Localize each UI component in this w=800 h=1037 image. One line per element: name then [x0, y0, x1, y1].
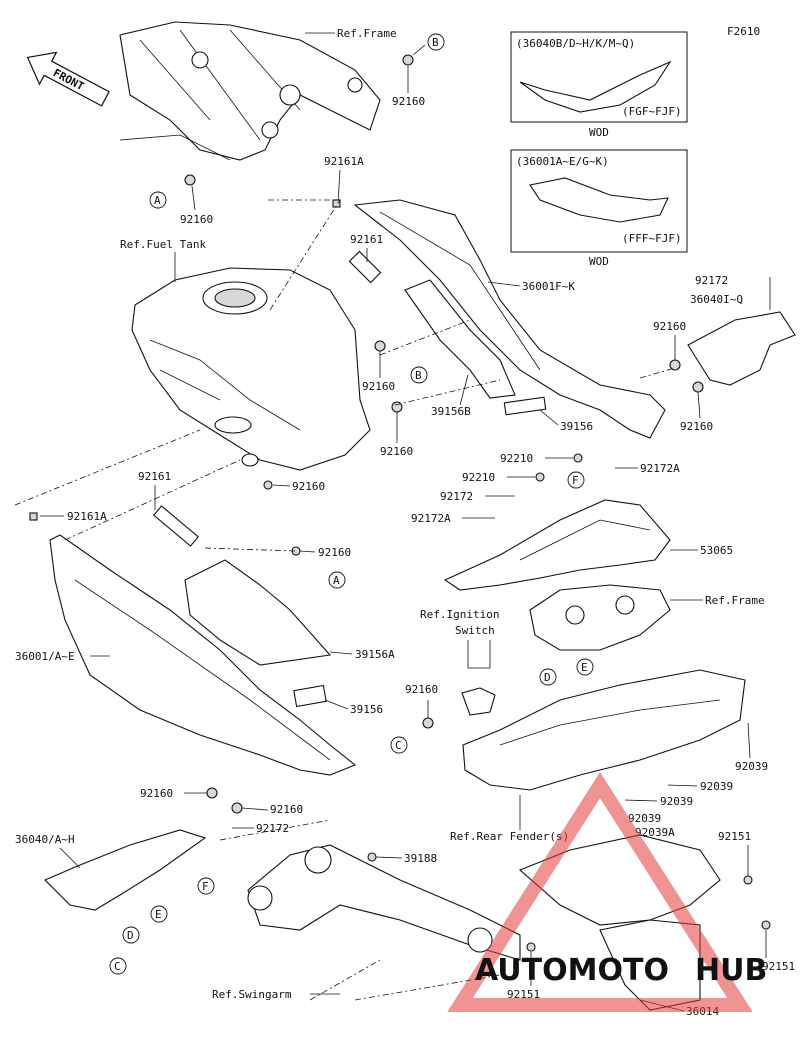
ref-frame-top: Ref.Frame	[337, 27, 397, 40]
part-92151-right-bottom: 92151	[762, 960, 795, 973]
part-36040I-Q: 36040I~Q	[690, 293, 743, 306]
svg-text:A: A	[154, 194, 161, 207]
ref-ignition-switch-line1: Ref.Ignition	[420, 608, 499, 621]
wod-box-2-range: (FFF~FJF)	[622, 232, 682, 245]
part-92172-left: 92172	[440, 490, 473, 503]
part-92210-b: 92210	[462, 471, 495, 484]
part-39156-lower: 39156	[350, 703, 383, 716]
ref-frame-rear: Ref.Frame	[705, 594, 765, 607]
ref-rear-fender: Ref.Rear Fender(s)	[450, 830, 569, 843]
part-53065: 53065	[700, 544, 733, 557]
part-39156B: 39156B	[431, 405, 471, 418]
svg-text:E: E	[581, 661, 588, 674]
figure-code: F2610	[727, 25, 760, 38]
rear-frame-illustration	[529, 584, 671, 651]
part-92160-tank-bottom: 92160	[292, 480, 325, 493]
wod-box-1-note: WOD	[589, 126, 609, 139]
svg-text:C: C	[114, 960, 121, 973]
part-92172A-left: 92172A	[411, 512, 451, 525]
part-92039-d: 92039	[628, 812, 661, 825]
front-arrow-icon: FRONT	[26, 51, 110, 107]
watermark-text-grey: HUB	[695, 953, 767, 988]
part-36001A-E: 36001/A~E	[15, 650, 75, 663]
part-39156-upper: 39156	[560, 420, 593, 433]
svg-text:F: F	[202, 880, 209, 893]
callout-e-fender: E	[576, 658, 594, 676]
wod-box-1-header: (36040B/D~H/K/M~Q)	[516, 37, 635, 50]
part-92160-ignition: 92160	[405, 683, 438, 696]
lower-side-cover-illustration	[49, 534, 357, 776]
callout-b-mid: B	[410, 366, 428, 384]
svg-text:A: A	[333, 574, 340, 587]
part-92151-right-top: 92151	[718, 830, 751, 843]
part-92160-lower-1: 92160	[318, 546, 351, 559]
part-92172-right: 92172	[695, 274, 728, 287]
callout-a-left: A	[149, 191, 167, 209]
part-92161A-top: 92161A	[324, 155, 364, 168]
svg-text:C: C	[395, 739, 402, 752]
svg-text:E: E	[155, 908, 162, 921]
part-92151-bottom: 92151	[507, 988, 540, 1001]
part-92172A-right: 92172A	[640, 462, 680, 475]
svg-text:D: D	[544, 671, 551, 684]
callout-c-lower: C	[109, 957, 127, 975]
upper-side-cover-illustration	[353, 199, 666, 439]
part-92160-lower-3: 92160	[270, 803, 303, 816]
part-92160-left-top: 92160	[180, 213, 213, 226]
wod-box-2-header: (36001A~E/G~K)	[516, 155, 609, 168]
callout-b-top: B	[427, 33, 445, 51]
callout-a-lower: A	[328, 571, 346, 589]
svg-text:B: B	[415, 369, 422, 382]
frame-top-illustration	[119, 21, 414, 186]
ref-fuel-tank: Ref.Fuel Tank	[120, 238, 206, 251]
part-92039-c: 92039	[660, 795, 693, 808]
callout-c-ignition: C	[390, 736, 408, 754]
svg-text:B: B	[432, 36, 439, 49]
part-36040A-H: 36040/A~H	[15, 833, 75, 846]
wod-box-2-note: WOD	[589, 255, 609, 268]
part-92160-right-2: 92160	[680, 420, 713, 433]
callout-e-lower: E	[150, 905, 168, 923]
swingarm-illustration	[247, 844, 521, 961]
callout-d-lower: D	[122, 926, 140, 944]
callout-d-fender: D	[539, 668, 557, 686]
tail-cover-illustration	[44, 829, 207, 911]
part-39156A: 39156A	[355, 648, 395, 661]
callout-f-lower: F	[197, 877, 215, 895]
part-92039-a: 92039	[735, 760, 768, 773]
part-39188: 39188	[404, 852, 437, 865]
part-92160-mid-2: 92160	[380, 445, 413, 458]
wod-box-1-range: (FGF~FJF)	[622, 105, 682, 118]
part-36001F-K: 36001F~K	[522, 280, 575, 293]
part-92161A-left: 92161A	[67, 510, 107, 523]
part-92160-right-1: 92160	[653, 320, 686, 333]
svg-text:D: D	[127, 929, 134, 942]
part-92161-lower: 92161	[138, 470, 171, 483]
part-92210-a: 92210	[500, 452, 533, 465]
part-92039-b: 92039	[700, 780, 733, 793]
watermark-logo: AUTOMOTO HUB	[447, 771, 767, 1012]
right-cover-illustration	[687, 311, 796, 386]
fuel-tank-illustration	[131, 267, 371, 471]
ref-ignition-switch-line2: Switch	[455, 624, 495, 637]
watermark-text-red: AUTOMOTO	[475, 953, 669, 988]
part-92161-upper: 92161	[350, 233, 383, 246]
callout-f-seat: F	[567, 471, 585, 489]
rear-fender-illustration	[462, 669, 746, 791]
ref-swingarm: Ref.Swingarm	[212, 988, 292, 1001]
part-92160-top: 92160	[392, 95, 425, 108]
part-92160-mid-1: 92160	[362, 380, 395, 393]
seat-cover-illustration	[443, 499, 671, 591]
svg-text:F: F	[572, 474, 579, 487]
part-92160-lower-2: 92160	[140, 787, 173, 800]
